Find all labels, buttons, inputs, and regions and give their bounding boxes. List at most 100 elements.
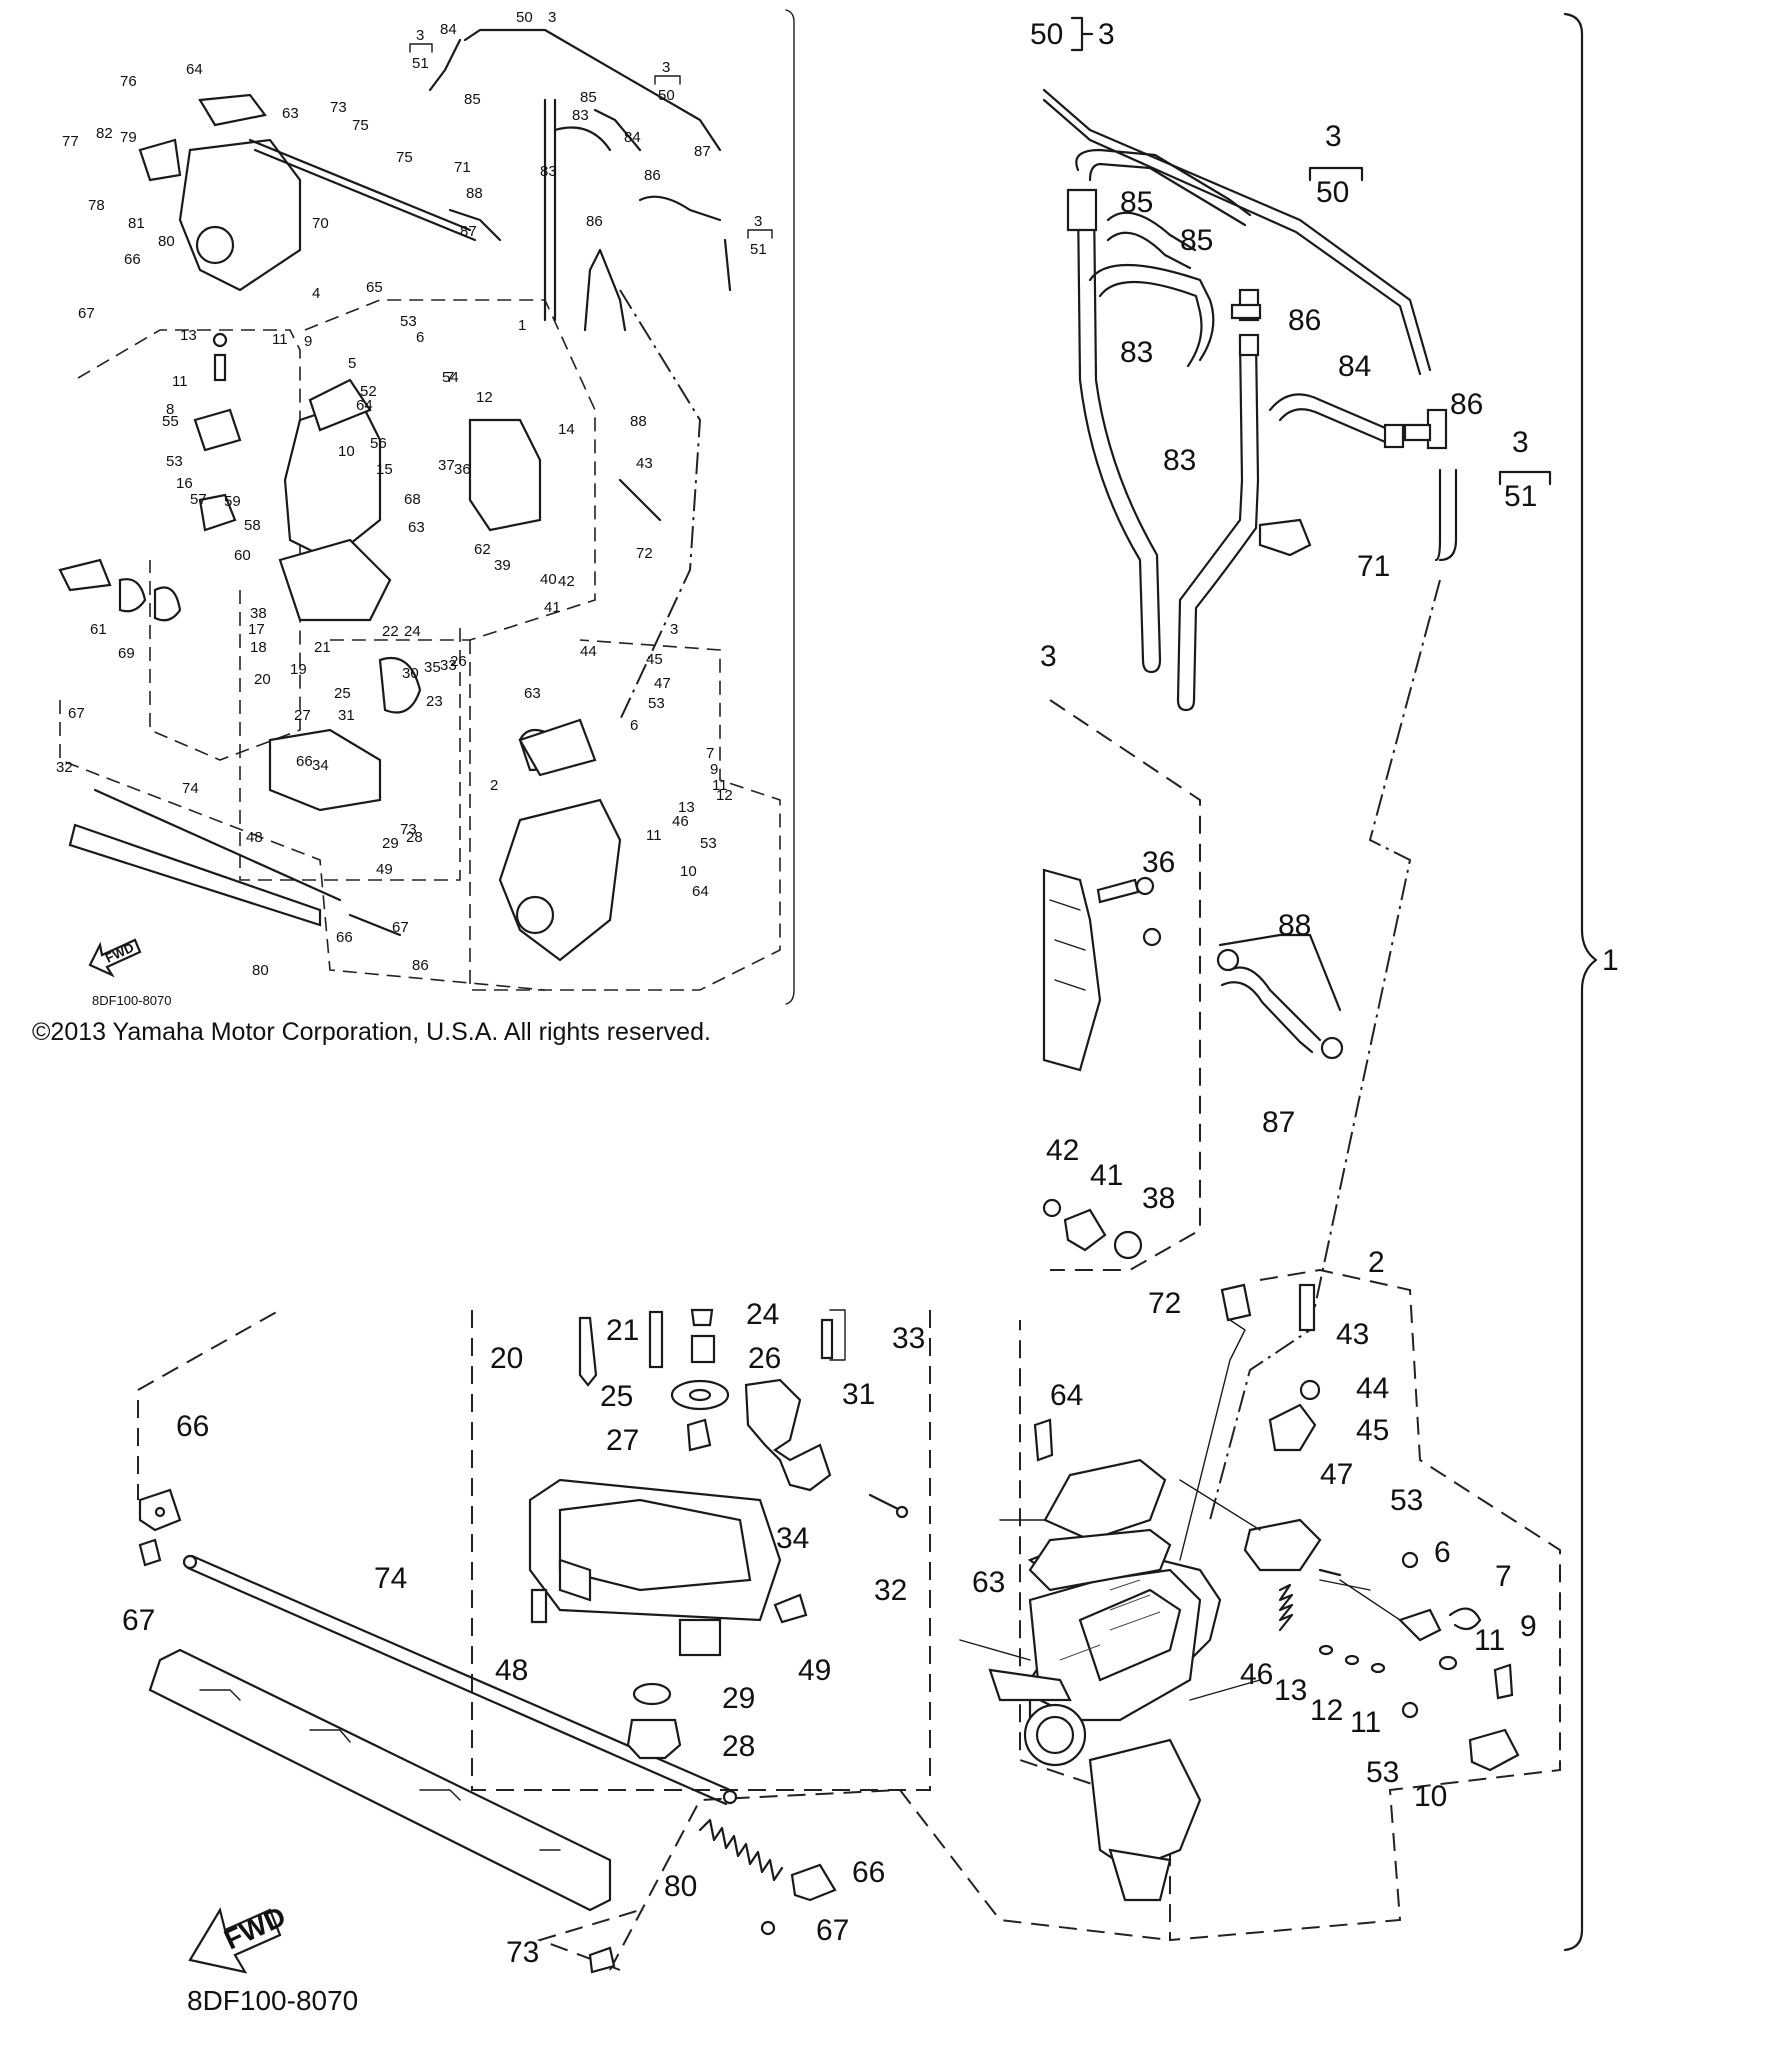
- overview-label: 63: [408, 519, 425, 536]
- overview-label: 75: [396, 149, 413, 166]
- label-29: 29: [722, 1682, 755, 1715]
- overview-label: 44: [580, 643, 597, 660]
- copyright-notice: ©2013 Yamaha Motor Corporation, U.S.A. A…: [32, 1018, 711, 1046]
- overview-label: 24: [404, 623, 421, 640]
- overview-label: 61: [90, 621, 107, 638]
- overview-label: 68: [404, 491, 421, 508]
- overview-label: 64: [356, 397, 373, 414]
- fwd-arrow-icon: FWD: [188, 1900, 290, 1974]
- overview-label: 3: [670, 621, 678, 638]
- label-46: 46: [1240, 1658, 1273, 1691]
- label-85a: 85: [1120, 186, 1153, 219]
- overview-label: 11: [712, 777, 728, 794]
- overview-label: 12: [476, 389, 493, 406]
- label-13: 13: [1274, 1674, 1307, 1707]
- label-47: 47: [1320, 1458, 1353, 1491]
- ov-ref-3c: 3: [662, 59, 670, 76]
- overview-label: 12: [716, 787, 733, 804]
- label-64: 64: [1050, 1379, 1083, 1412]
- overview-label: 81: [128, 215, 145, 232]
- overview-label: 66: [296, 753, 313, 770]
- overview-label: 1: [518, 317, 526, 334]
- overview-label: 87: [694, 143, 711, 160]
- overview-label: 80: [158, 233, 175, 250]
- overview-label: 86: [412, 957, 429, 974]
- diagram-code: 8DF100-8070: [187, 1985, 358, 2016]
- overview-label: 17: [248, 621, 265, 638]
- overview-label: 40: [540, 571, 557, 588]
- label-71: 71: [1357, 550, 1390, 583]
- assembly-ref-1: 1: [1602, 944, 1619, 977]
- label-33: 33: [892, 1322, 925, 1355]
- label-10: 10: [1414, 1780, 1447, 1813]
- overview-label: 67: [78, 305, 95, 322]
- overview-label: 67: [392, 919, 409, 936]
- label-45: 45: [1356, 1414, 1389, 1447]
- overview-label: 66: [124, 251, 141, 268]
- label-43: 43: [1336, 1318, 1369, 1351]
- overview-label: 83: [540, 163, 557, 180]
- overview-label: 60: [234, 547, 251, 564]
- ov-ref-3a: 3: [416, 27, 424, 44]
- overview-label: 82: [96, 125, 113, 142]
- overview-label: 77: [62, 133, 79, 150]
- detail-ref-50-cut: 50: [1030, 18, 1063, 51]
- label-3-cut: 3: [1040, 640, 1057, 673]
- overview-label: 14: [558, 421, 575, 438]
- label-28: 28: [722, 1730, 755, 1763]
- overview-label: 57: [190, 491, 207, 508]
- label-32: 32: [874, 1574, 907, 1607]
- label-11b: 11: [1350, 1706, 1381, 1739]
- label-73: 73: [506, 1936, 539, 1969]
- overview-label: 9: [304, 333, 312, 350]
- overview-hose-refs: 3 51 50 3 3 50 3 51: [409, 9, 773, 258]
- overview-label: 5: [348, 355, 356, 372]
- overview-label: 6: [416, 329, 424, 346]
- overview-label: 29: [382, 835, 399, 852]
- overview-carb-middle: [268, 378, 562, 812]
- label-2: 2: [1368, 1246, 1385, 1279]
- label-85b: 85: [1180, 224, 1213, 257]
- label-74: 74: [374, 1562, 407, 1595]
- detail-ref-3-cut: 3: [1098, 18, 1115, 51]
- label-67a: 67: [122, 1604, 155, 1637]
- label-34: 34: [776, 1522, 809, 1555]
- label-20: 20: [490, 1342, 523, 1375]
- overview-label: 78: [88, 197, 105, 214]
- label-38: 38: [1142, 1182, 1175, 1215]
- overview-label: 22: [382, 623, 399, 640]
- overview-label: 69: [118, 645, 135, 662]
- diagram-code-small: 8DF100-8070: [92, 993, 172, 1008]
- overview-label: 85: [580, 89, 597, 106]
- overview-label: 4: [312, 285, 320, 302]
- overview-label: 11: [172, 373, 188, 390]
- overview-label: 11: [272, 331, 288, 348]
- overview-label: 43: [636, 455, 653, 472]
- overview-label: 56: [370, 435, 387, 452]
- overview-label: 45: [646, 651, 663, 668]
- overview-label: 84: [624, 129, 641, 146]
- detail-ref-3-right: 3: [1512, 426, 1529, 459]
- overview-label: 71: [454, 159, 471, 176]
- overview-label: 34: [312, 757, 329, 774]
- overview-label: 86: [644, 167, 661, 184]
- detail-ref-3-top: 3: [1325, 120, 1342, 153]
- label-26: 26: [748, 1342, 781, 1375]
- overview-label: 80: [252, 962, 269, 979]
- overview-label: 47: [654, 675, 671, 692]
- label-88: 88: [1278, 909, 1311, 942]
- overview-label: 59: [224, 493, 241, 510]
- label-44: 44: [1356, 1372, 1389, 1405]
- hose-detail: 50 3: [1030, 16, 1552, 1521]
- overview-label: 26: [450, 653, 467, 670]
- overview-label: 85: [464, 91, 481, 108]
- label-67b: 67: [816, 1914, 849, 1947]
- overview-label: 64: [186, 61, 203, 78]
- overview-label: 7: [706, 745, 714, 762]
- overview-label: 86: [586, 213, 603, 230]
- overview-label: 76: [120, 73, 137, 90]
- label-49: 49: [798, 1654, 831, 1687]
- label-11a: 11: [1474, 1624, 1505, 1657]
- overview-label: 25: [334, 685, 351, 702]
